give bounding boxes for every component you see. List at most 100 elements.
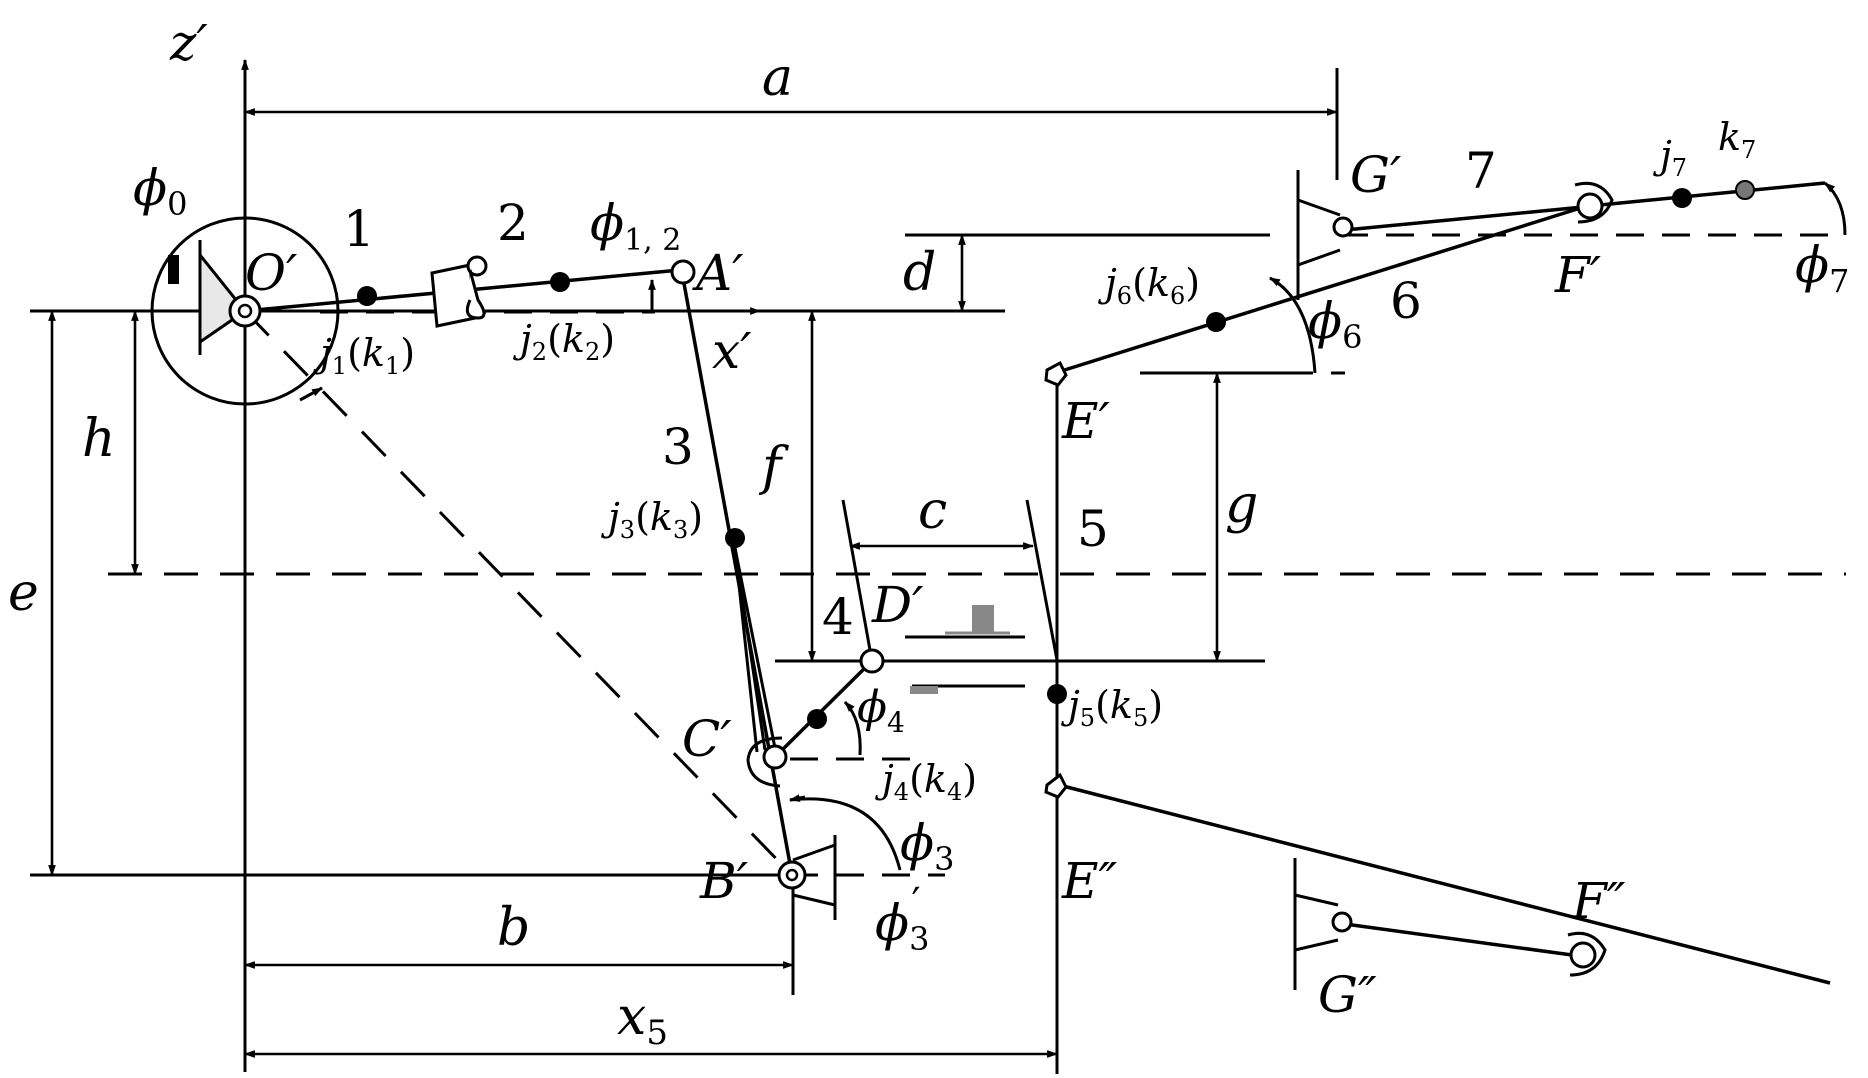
label-mass-5: j5(k5) [1061,683,1163,732]
c-joint [762,744,788,770]
b-joint-inner [785,868,799,882]
phi4-arc [843,700,862,756]
a-joint [670,259,696,285]
label-dim-b: b [497,898,530,958]
o-joint-inner [237,303,253,319]
label-phi3: ϕ3 [900,814,954,878]
label-mass-7-j: j7 [1653,133,1687,182]
o-phi0-arrow [299,386,323,402]
link-4-slant-left [841,499,872,651]
label-link-2: 2 [497,194,529,252]
slider-2-body [430,263,477,328]
c-pivot-rod-c [733,547,777,749]
link-7a [1344,205,1584,232]
mass-point-7b [1735,180,1755,200]
label-link-4: 4 [822,588,854,646]
mass-point-5 [1047,684,1067,704]
label-joint-b: B′ [699,852,749,910]
label-dim-e: e [8,563,39,623]
label-origin: O′ [245,244,298,302]
label-joint-f1: F′ [1554,246,1602,304]
mass-point-1 [357,286,377,306]
mass-point-2 [550,272,570,292]
mass-point-4 [807,709,827,729]
d-marker-small [910,686,938,694]
label-mass-4: j4(k4) [875,757,977,806]
f1-joint-body [1574,181,1614,224]
link-6-lower [1062,784,1831,985]
o-ground-block [168,255,179,284]
label-link-7: 7 [1465,142,1497,200]
g-bracket-top [1297,198,1341,217]
d-marker-block [972,605,994,633]
label-joint-g2: G″ [1318,966,1377,1024]
label-mass-6: j6(k6) [1098,261,1200,310]
e1-joint [1044,360,1068,387]
joints [150,181,1614,977]
label-phi12: ϕ1, 2 [590,194,681,258]
label-mass-3: j3(k3) [601,495,703,544]
label-phi3-prime: ϕ3′ [875,880,929,958]
g2-joint [1331,911,1353,933]
mass-point-3 [725,528,745,548]
g2-bracket-top [1294,893,1339,907]
label-dim-c: c [918,481,947,541]
label-link-6: 6 [1390,272,1422,330]
mass-point-7a [1672,188,1692,208]
label-joint-f2: F″ [1571,872,1626,930]
f2-joint-body [1567,931,1607,977]
label-joint-c: C′ [682,710,732,768]
label-phi7: ϕ7 [1795,236,1849,300]
f1-joint [1576,192,1604,220]
link-7-lower [1344,922,1573,957]
mass-point-6 [1206,312,1226,332]
slider-2-joint [466,255,488,277]
reference-lines [30,58,1846,1074]
label-joint-e1: E′ [1061,392,1110,450]
label-joint-e2: E″ [1061,852,1117,910]
phi3-arrowhead [788,794,806,802]
phi7-arc [1823,181,1847,236]
label-phi0: ϕ0 [133,159,187,223]
label-dim-h: h [82,409,116,469]
g1-joint [1332,216,1354,238]
slider-2-hook [465,269,486,320]
e2-joint [1044,772,1068,799]
g-bracket-bottom [1297,248,1341,267]
label-x-axis: x′ [712,322,752,380]
label-mass-1: j1(k1) [313,331,415,380]
b-bracket-bottom [792,893,836,907]
base-diagonal [243,309,794,877]
b-bracket-top [792,843,836,862]
label-joint-d: D′ [871,576,924,634]
label-mass-7-k: k7 [1718,115,1756,164]
label-link-1: 1 [343,200,375,258]
link-7b [1599,181,1826,207]
label-dim-d: d [903,243,936,303]
label-joint-a: A′ [692,244,744,302]
label-link-5: 5 [1077,500,1109,558]
link-6 [1054,203,1591,375]
c-joint-body [746,736,783,788]
phi3-arc [789,797,902,871]
angle-arcs [788,181,1847,871]
link-4 [773,659,874,759]
o-pivot-circle [150,216,340,406]
label-z-axis: z′ [169,14,208,72]
labels: z′ x′ O′ a b c d e f g h x5 1 2 3 4 5 6 … [8,14,1849,1053]
label-dim-x5: x5 [617,987,668,1053]
label-dim-a: a [762,48,793,108]
label-dim-f: f [758,437,789,497]
d-joint [859,648,885,674]
label-phi4: ϕ4 [857,682,905,739]
label-mass-2: j2(k2) [513,317,615,366]
label-phi6: ϕ6 [1308,292,1362,356]
f2-joint [1569,941,1597,969]
mass-points [357,180,1755,729]
dimension-arrows [48,108,1339,1058]
c-pivot-rod-b [733,547,759,753]
g2-bracket-bottom [1294,938,1339,952]
label-joint-g1: G′ [1350,146,1402,204]
label-dim-g: g [1225,475,1258,535]
